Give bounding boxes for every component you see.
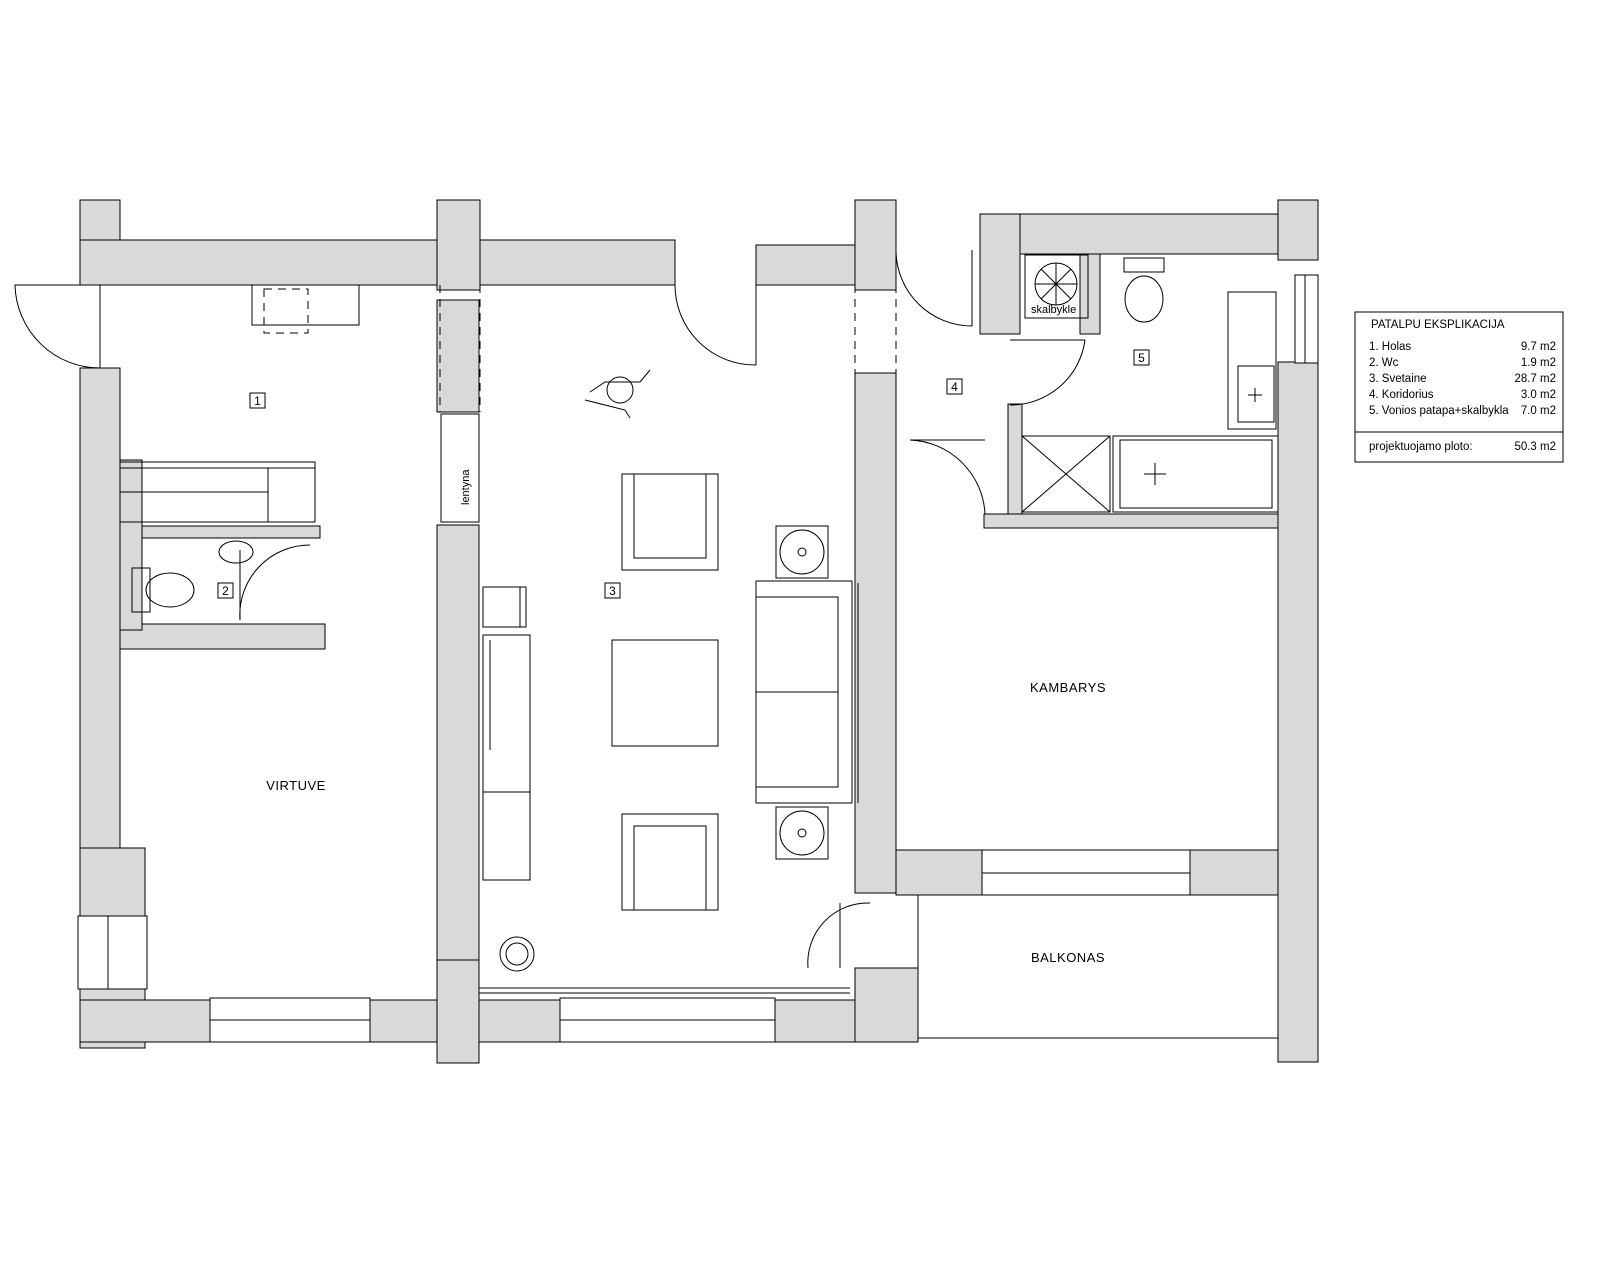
- room-labels: VIRTUVE KAMBARYS BALKONAS lentyna skalby…: [266, 304, 1106, 965]
- legend-item-name: 5. Vonios patapa+skalbykla: [1369, 405, 1509, 417]
- room-label-kambarys: KAMBARYS: [1030, 680, 1106, 695]
- room-number-2: 2: [222, 584, 229, 598]
- legend-item-name: 2. Wc: [1369, 357, 1399, 369]
- legend-item-area: 9.7 m2: [1521, 341, 1556, 353]
- room-number-5: 5: [1138, 351, 1145, 365]
- room-number-markers: 1 2 3 4 5: [217, 349, 1150, 599]
- furniture: [119, 254, 1279, 994]
- legend-item-name: 3. Svetaine: [1369, 373, 1427, 385]
- legend-total-area: 50.3 m2: [1514, 441, 1556, 453]
- legend-item-name: 1. Holas: [1369, 341, 1411, 353]
- legend-item-area: 7.0 m2: [1521, 405, 1556, 417]
- walls: [79, 199, 1319, 1064]
- area-legend: PATALPU EKSPLIKACIJA 1. Holas 9.7 m2 2. …: [1354, 311, 1564, 463]
- room-label-balkonas: BALKONAS: [1031, 950, 1105, 965]
- room-number-3: 3: [609, 584, 616, 598]
- legend-item-area: 3.0 m2: [1521, 389, 1556, 401]
- openings: [439, 285, 897, 412]
- fixture-label-skalbykle: skalbykle: [1031, 304, 1076, 316]
- room-number-1: 1: [254, 394, 261, 408]
- legend-item-name: 4. Koridorius: [1369, 389, 1434, 401]
- legend-total-label: projektuojamo ploto:: [1369, 441, 1473, 453]
- legend-item-area: 1.9 m2: [1521, 357, 1556, 369]
- balcony: [917, 894, 1278, 1039]
- windows: [77, 274, 1319, 1043]
- doors: [14, 249, 1086, 969]
- legend-item-area: 28.7 m2: [1514, 373, 1556, 385]
- legend-title: PATALPU EKSPLIKACIJA: [1371, 319, 1505, 331]
- room-number-4: 4: [951, 380, 958, 394]
- room-label-virtuve: VIRTUVE: [266, 778, 326, 793]
- fixture-label-lentyna: lentyna: [460, 469, 472, 505]
